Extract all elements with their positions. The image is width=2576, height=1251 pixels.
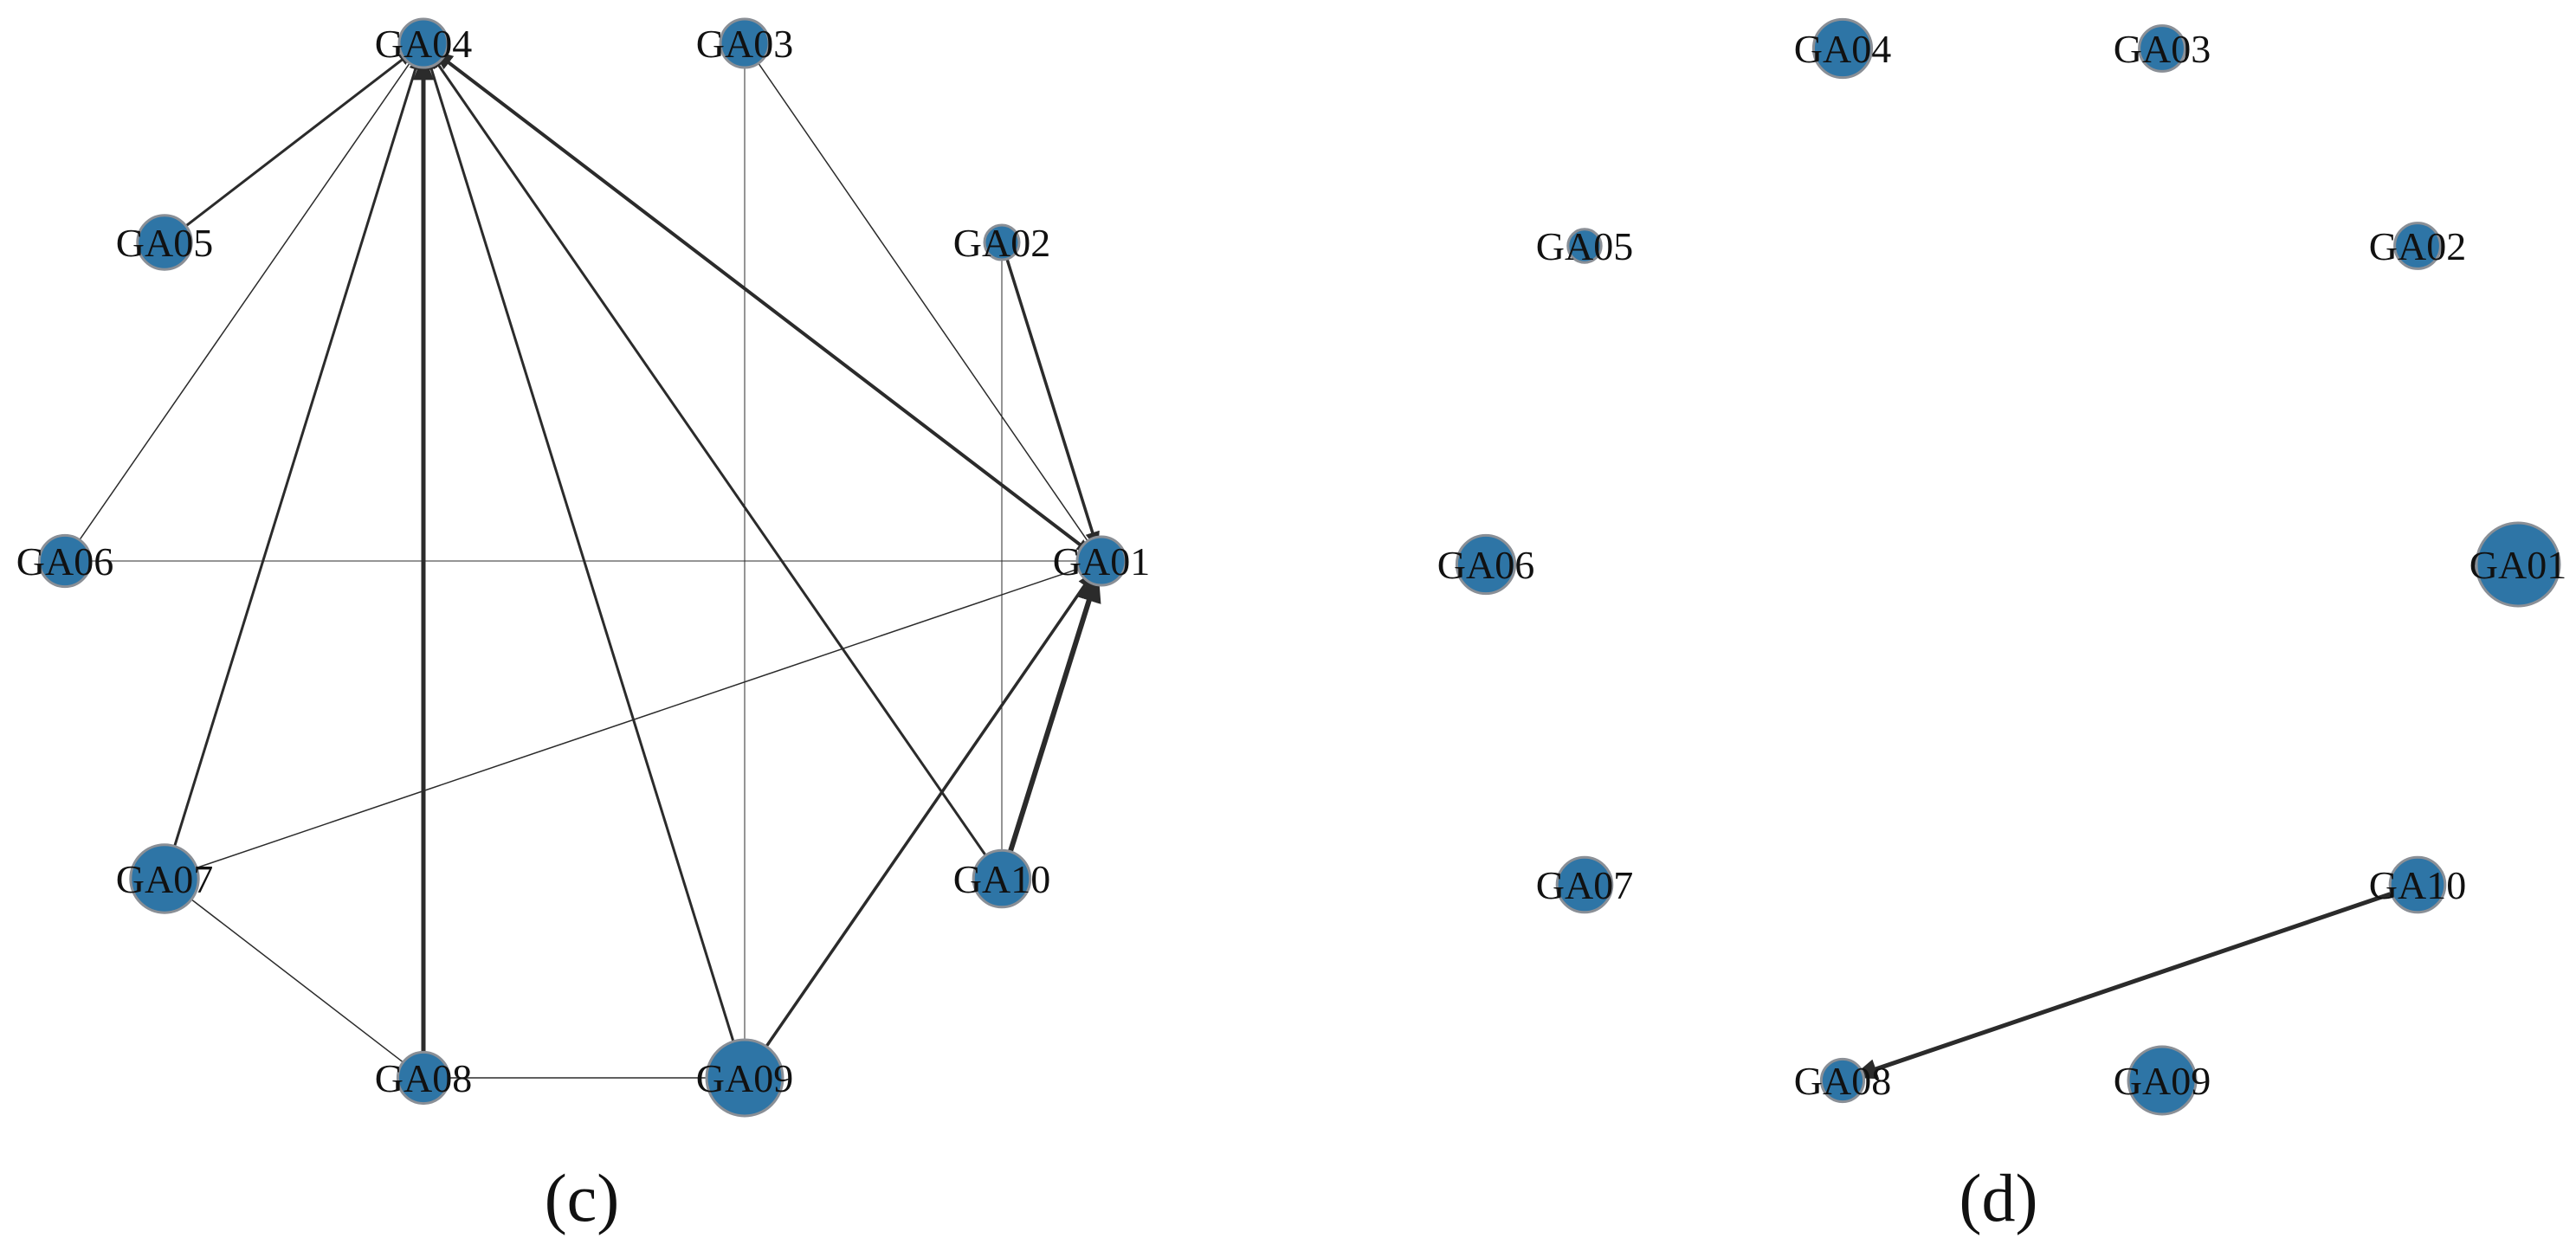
- node-label-ga10: GA10: [953, 857, 1050, 901]
- node-ga06: [37, 533, 93, 589]
- node-ga03: [2138, 24, 2186, 73]
- edge-ga09-to-ga04: [425, 54, 746, 1079]
- node-label-ga06: GA06: [16, 539, 113, 584]
- node-ga06: [1455, 533, 1517, 596]
- node-label-ga08: GA08: [375, 1056, 472, 1100]
- node-ga10: [2388, 855, 2447, 914]
- node-ga07: [129, 843, 200, 914]
- panel-c-caption: (c): [545, 1160, 620, 1235]
- node-label-ga09: GA09: [2114, 1059, 2211, 1103]
- panel-d-caption: (d): [1959, 1160, 2038, 1235]
- node-ga02: [2393, 222, 2442, 270]
- node-ga09: [705, 1038, 784, 1118]
- node-ga07: [1555, 855, 1614, 914]
- node-ga01: [2475, 521, 2561, 608]
- node-label-ga03: GA03: [2114, 27, 2211, 71]
- node-label-ga10: GA10: [2369, 863, 2466, 907]
- node-label-ga05: GA05: [116, 221, 213, 265]
- edge-ga03-to-ga01: [744, 42, 1094, 551]
- edge-ga04-to-ga01: [423, 42, 1093, 554]
- panel-c-edges: [64, 42, 1103, 1081]
- node-label-ga06: GA06: [1437, 543, 1534, 587]
- node-label-ga01: GA01: [2469, 543, 2566, 587]
- edge-ga09-to-ga01: [743, 570, 1095, 1079]
- node-label-ga09: GA09: [696, 1056, 793, 1100]
- node-ga02: [983, 223, 1021, 261]
- edge-ga07-to-ga01: [164, 564, 1090, 880]
- node-label-ga02: GA02: [953, 221, 1050, 265]
- node-label-ga04: GA04: [375, 22, 472, 66]
- node-label-ga05: GA05: [1536, 224, 1633, 268]
- panel-d-edges: [1850, 882, 2418, 1080]
- node-label-ga08: GA08: [1794, 1059, 1891, 1103]
- edge-ga05-to-ga04: [164, 50, 415, 244]
- node-label-ga04: GA04: [1794, 27, 1891, 71]
- node-ga03: [719, 17, 771, 69]
- node-ga04: [1811, 17, 1874, 80]
- node-label-ga01: GA01: [1053, 539, 1150, 584]
- node-ga05: [1566, 228, 1603, 264]
- node-ga08: [1819, 1057, 1866, 1104]
- node-label-ga03: GA03: [696, 22, 793, 66]
- panel-d-nodes: [1455, 17, 2561, 1116]
- edge-ga07-to-ga08: [164, 878, 413, 1070]
- edge-ga10-to-ga08: [1850, 882, 2418, 1080]
- node-ga08: [396, 1050, 451, 1106]
- node-label-ga02: GA02: [2369, 224, 2466, 268]
- edge-ga07-to-ga04: [163, 54, 422, 880]
- panel-c-nodes: [37, 17, 1127, 1118]
- node-ga10: [972, 848, 1032, 909]
- edge-ga10-to-ga04: [429, 53, 1004, 880]
- edge-ga02-to-ga01: [1000, 242, 1100, 551]
- edge-ga06-to-ga04: [64, 53, 416, 562]
- edge-ga10-to-ga01: [999, 571, 1101, 880]
- node-ga09: [2127, 1045, 2198, 1116]
- node-label-ga07: GA07: [116, 857, 213, 901]
- node-label-ga07: GA07: [1536, 863, 1633, 907]
- node-ga05: [136, 214, 193, 271]
- node-ga04: [397, 17, 449, 69]
- node-ga01: [1075, 535, 1127, 587]
